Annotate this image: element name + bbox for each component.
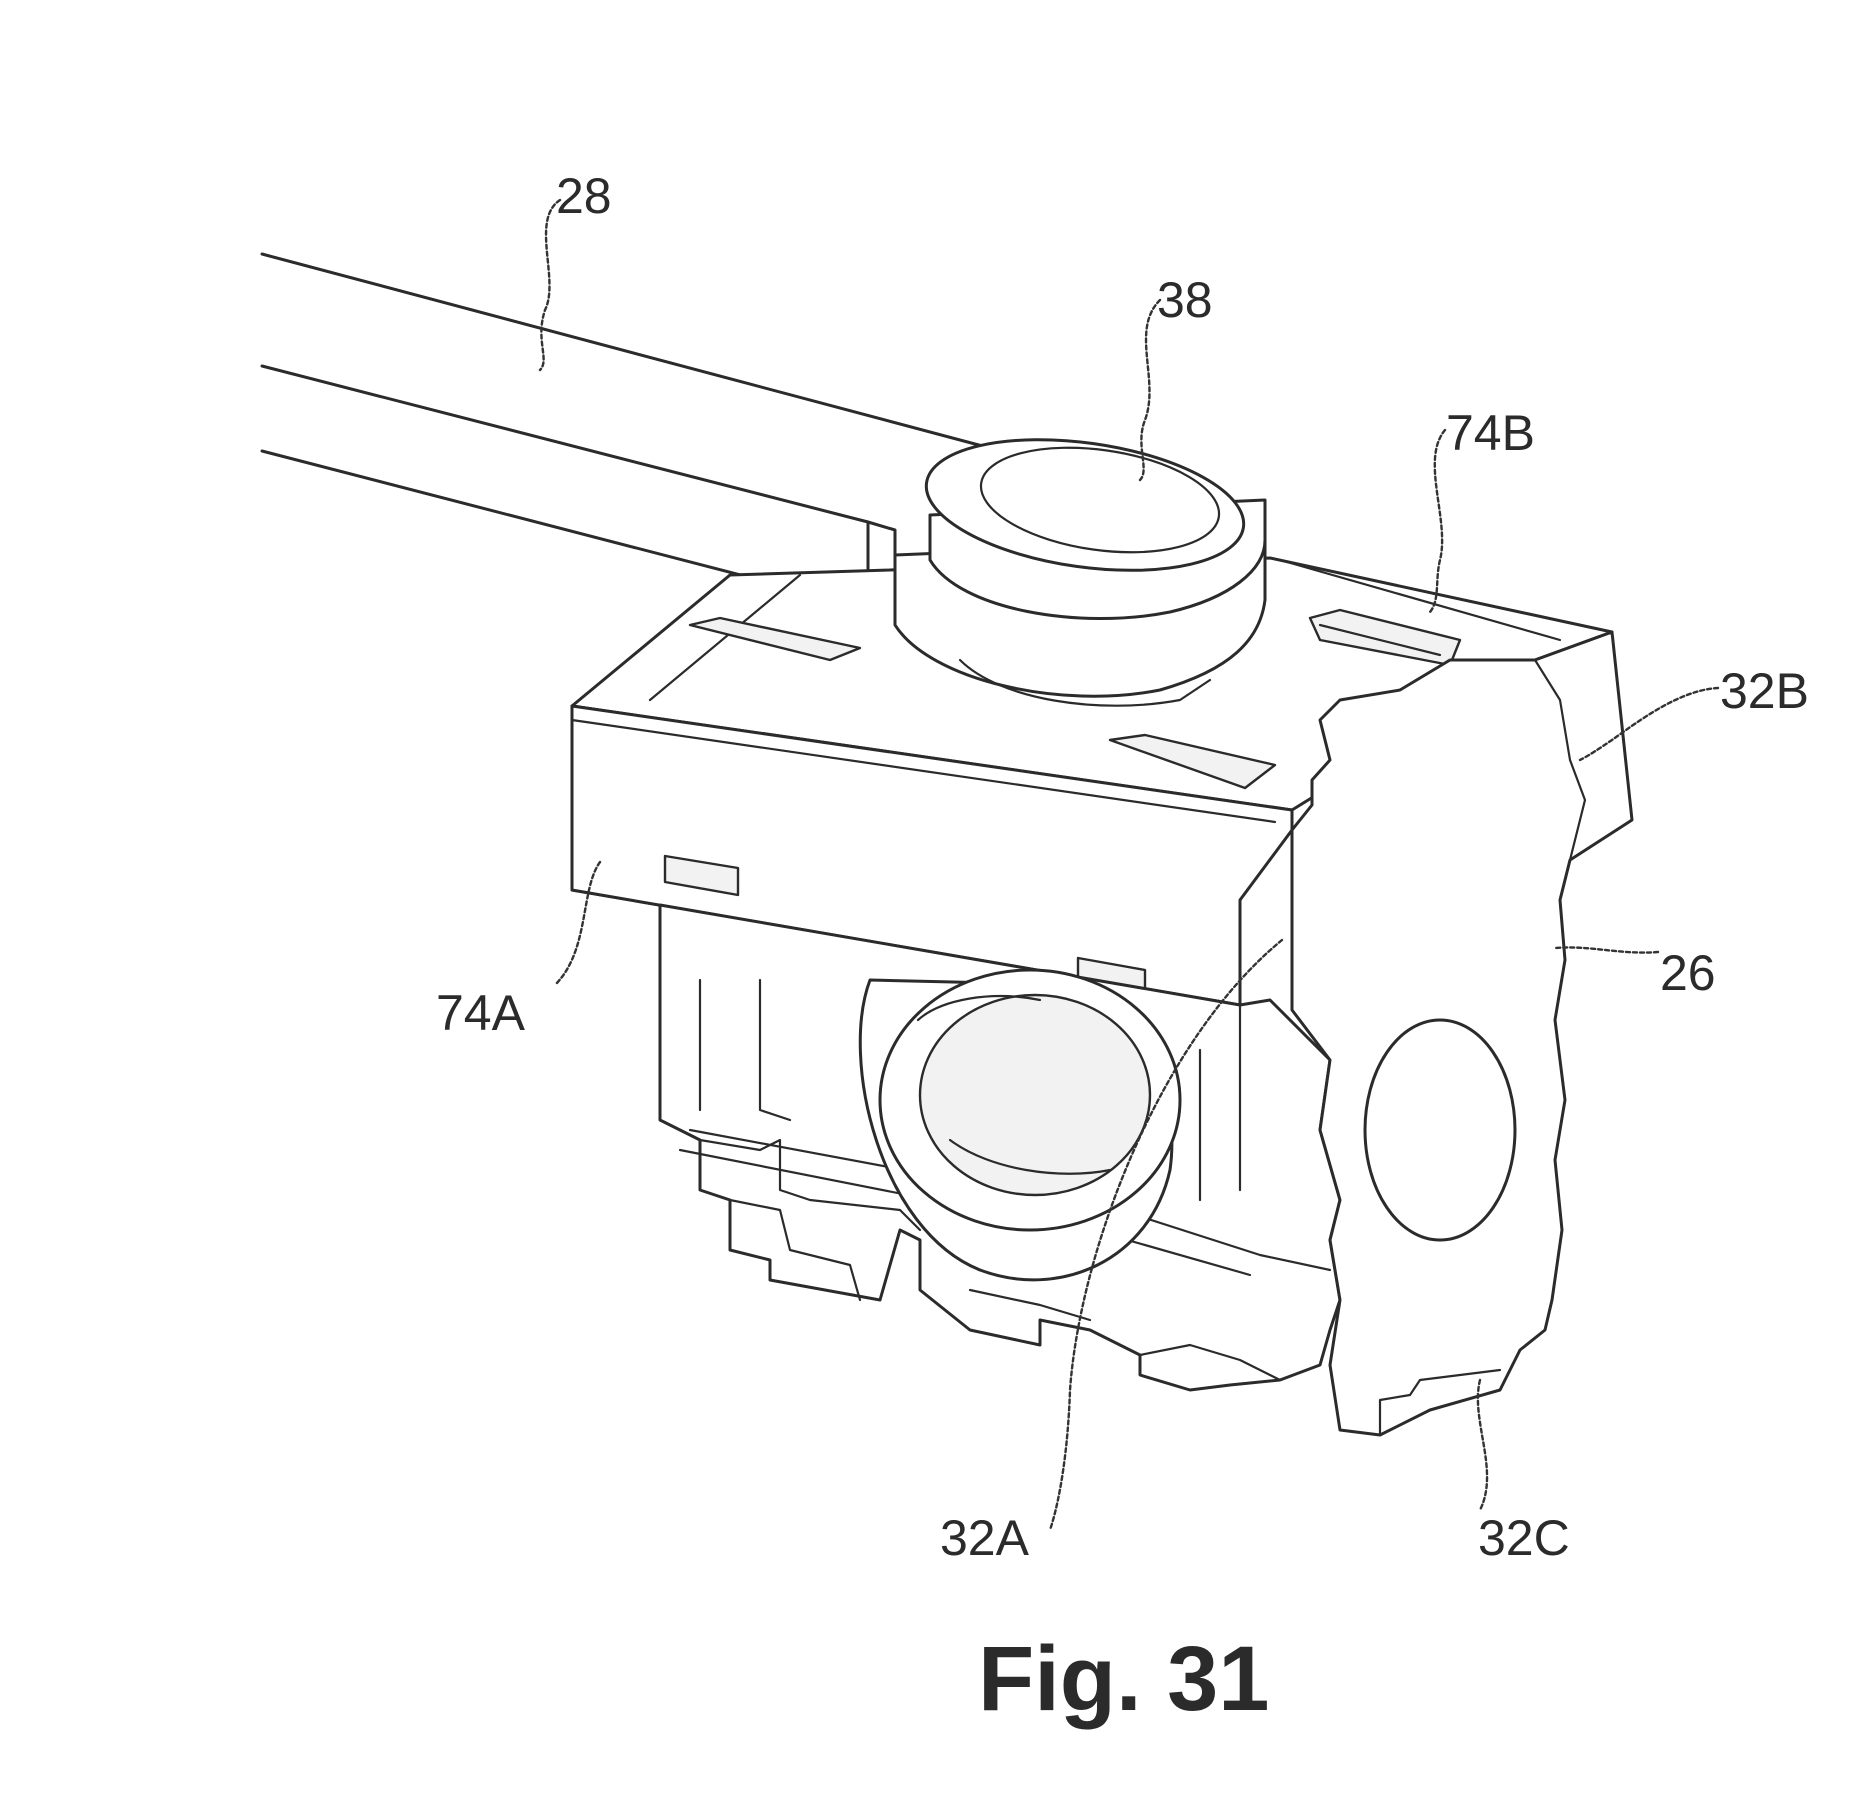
knob-38 xyxy=(893,438,1267,707)
label-28: 28 xyxy=(556,168,612,224)
label-32a: 32A xyxy=(940,1510,1030,1566)
label-32c: 32C xyxy=(1478,1510,1570,1566)
label-38: 38 xyxy=(1157,272,1213,328)
housing-right-side xyxy=(1290,630,1634,1437)
label-74b: 74B xyxy=(1446,405,1535,461)
leader-lines xyxy=(538,198,1720,1532)
label-26: 26 xyxy=(1660,945,1716,1001)
label-32b: 32B xyxy=(1720,663,1809,719)
shaft-28 xyxy=(260,252,992,612)
figure-caption: Fig. 31 xyxy=(978,1628,1269,1730)
label-74a: 74A xyxy=(436,985,526,1041)
central-bore xyxy=(858,968,1182,1282)
reference-labels: 28 38 74B 32B 74A 26 32A 32C xyxy=(436,168,1809,1566)
